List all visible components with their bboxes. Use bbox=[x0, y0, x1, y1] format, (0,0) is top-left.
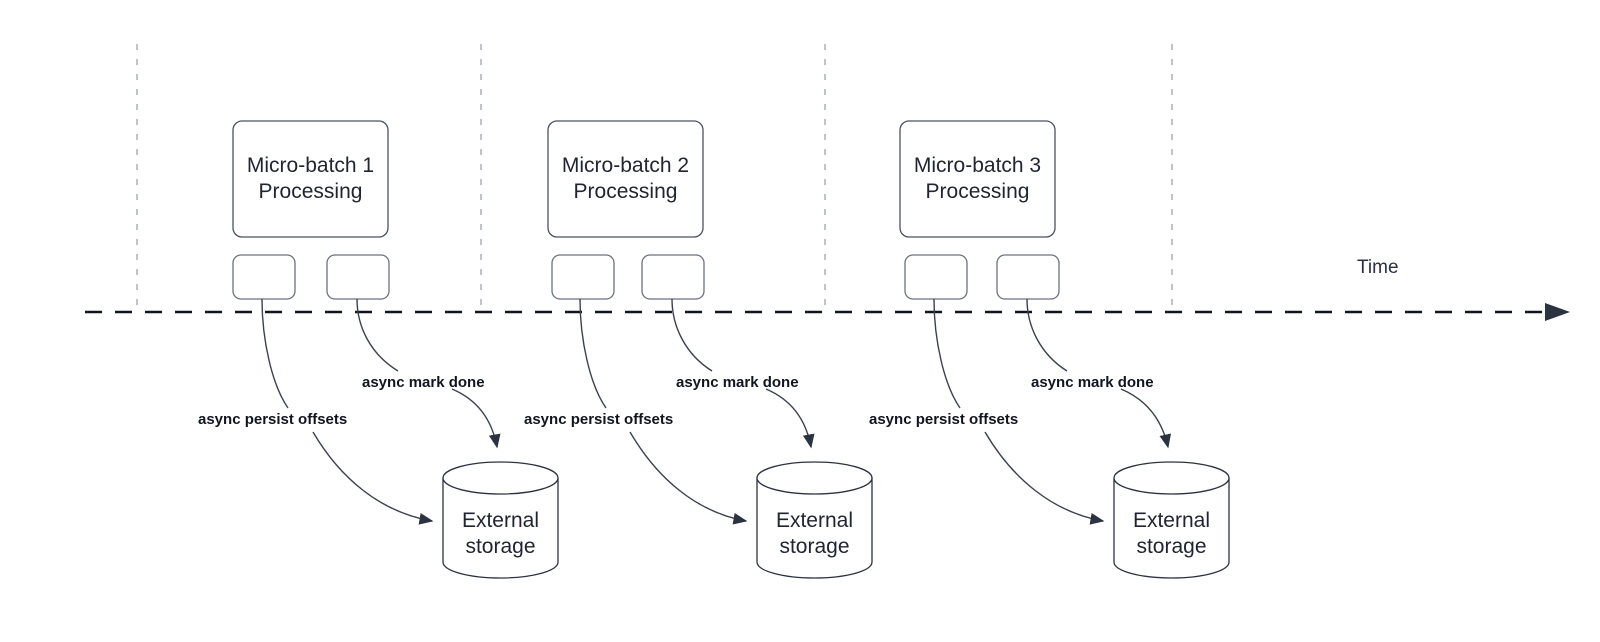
external-storage-label-line2: storage bbox=[1136, 535, 1206, 558]
external-storage-cylinder-body[interactable] bbox=[756, 477, 873, 579]
external-storage-cylinder-top bbox=[756, 461, 873, 495]
persist-offsets-label: async persist offsets bbox=[524, 411, 673, 428]
micro-batch-label-line2: Processing bbox=[259, 180, 363, 203]
timeline-axis bbox=[85, 303, 1570, 321]
micro-batch-box[interactable] bbox=[899, 120, 1056, 238]
mark-done-edge-part1 bbox=[1026, 298, 1068, 372]
group-1: Micro-batch 1 Processing async persist o… bbox=[198, 120, 559, 579]
external-storage-label-line2: storage bbox=[779, 535, 849, 558]
timeline-arrowhead bbox=[1545, 303, 1570, 321]
micro-batch-label-line1: Micro-batch 1 bbox=[247, 154, 374, 177]
external-storage-label-line1: External bbox=[462, 509, 539, 532]
time-axis-label: Time bbox=[1357, 257, 1399, 278]
external-storage-label-line1: External bbox=[776, 509, 853, 532]
mark-done-edge-part2[interactable] bbox=[1120, 388, 1172, 449]
mark-done-edge-part2[interactable] bbox=[451, 388, 501, 449]
micro-batch-label-line2: Processing bbox=[926, 180, 1030, 203]
mark-done-edge-part1 bbox=[671, 298, 713, 372]
external-storage-cylinder-body[interactable] bbox=[1113, 477, 1230, 579]
persist-offsets-edge-part2[interactable] bbox=[984, 431, 1105, 525]
persist-offsets-edge-part1 bbox=[933, 298, 961, 409]
task-box-right[interactable] bbox=[641, 254, 705, 300]
group-2: Micro-batch 2 Processing async persist o… bbox=[524, 120, 873, 579]
micro-batch-box[interactable] bbox=[232, 120, 389, 238]
mark-done-edge-part1 bbox=[356, 298, 399, 372]
micro-batch-label-line1: Micro-batch 3 bbox=[914, 154, 1041, 177]
task-box-right[interactable] bbox=[996, 254, 1060, 300]
persist-offsets-edge-part1 bbox=[579, 298, 607, 409]
persist-offsets-label: async persist offsets bbox=[198, 411, 347, 428]
persist-offsets-edge-part2[interactable] bbox=[629, 431, 748, 525]
task-box-left[interactable] bbox=[232, 254, 296, 300]
external-storage-label-line2: storage bbox=[465, 535, 535, 558]
task-box-right[interactable] bbox=[326, 254, 390, 300]
persist-offsets-label: async persist offsets bbox=[869, 411, 1018, 428]
external-storage-cylinder-top bbox=[442, 461, 559, 495]
micro-batch-label-line1: Micro-batch 2 bbox=[562, 154, 689, 177]
task-box-left[interactable] bbox=[904, 254, 968, 300]
external-storage-label-line1: External bbox=[1133, 509, 1210, 532]
persist-offsets-edge-part1 bbox=[261, 298, 289, 409]
persist-offsets-edge-part2[interactable] bbox=[312, 431, 434, 525]
group-3: Micro-batch 3 Processing async persist o… bbox=[869, 120, 1230, 579]
micro-batch-label-line2: Processing bbox=[574, 180, 678, 203]
mark-done-label: async mark done bbox=[1031, 374, 1154, 391]
mark-done-label: async mark done bbox=[676, 374, 799, 391]
task-box-left[interactable] bbox=[551, 254, 615, 300]
external-storage-cylinder-body[interactable] bbox=[442, 477, 559, 579]
mark-done-edge-part2[interactable] bbox=[765, 388, 815, 449]
mark-done-label: async mark done bbox=[362, 374, 485, 391]
micro-batch-box[interactable] bbox=[547, 120, 704, 238]
external-storage-cylinder-top bbox=[1113, 461, 1230, 495]
